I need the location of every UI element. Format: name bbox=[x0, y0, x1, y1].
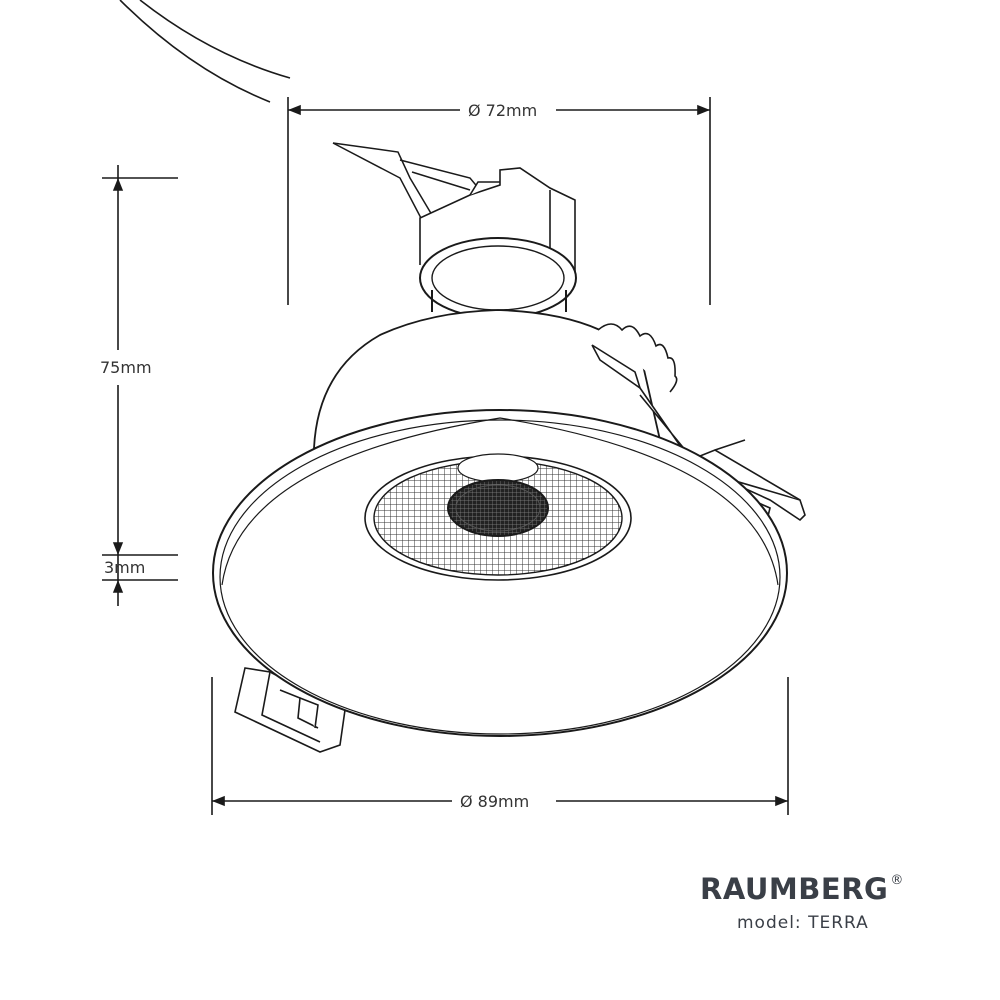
connector-wires bbox=[332, 142, 481, 221]
brand-name: RAUMBERG bbox=[700, 872, 889, 906]
model-label: model: TERRA bbox=[737, 913, 869, 933]
spring-clip-bottom bbox=[234, 667, 346, 753]
registered-mark: ® bbox=[890, 873, 904, 889]
dimension-top-diameter: Ø 72mm bbox=[468, 101, 537, 120]
top-ring bbox=[419, 237, 577, 319]
dimension-bottom-diameter: Ø 89mm bbox=[460, 792, 529, 811]
dimension-height: 75mm bbox=[100, 358, 152, 377]
dimension-lines bbox=[102, 97, 789, 815]
reflector bbox=[364, 453, 632, 581]
housing-body bbox=[313, 309, 662, 449]
dimension-flange: 3mm bbox=[104, 558, 145, 577]
brand-logo: RAUMBERG® bbox=[700, 872, 930, 906]
power-cable bbox=[119, 0, 291, 103]
